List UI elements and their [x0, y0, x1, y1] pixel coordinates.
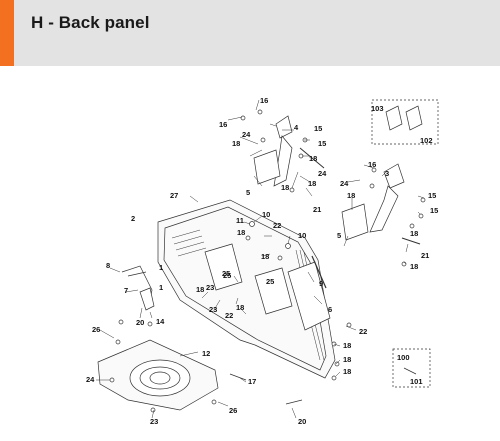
callout-label: 6 [328, 305, 332, 314]
callout-label: 25 [266, 277, 274, 286]
callout-label: 26 [229, 406, 237, 415]
callout-label: 22 [273, 221, 281, 230]
callout-label: 24 [340, 179, 349, 188]
callout-label: 8 [106, 261, 110, 270]
callout-label: 7 [124, 286, 128, 295]
callout-label: 26 [92, 325, 100, 334]
callout-label: 23 [209, 305, 217, 314]
arm-right [369, 185, 399, 233]
callout-label: 3 [385, 169, 389, 178]
back-panel-inner [163, 206, 327, 371]
callout-label: 100 [397, 353, 410, 362]
callout-label: 2 [131, 214, 135, 223]
callout-label: 18 [281, 183, 289, 192]
callout-label: 18 [347, 191, 355, 200]
pin-bottom [229, 373, 303, 405]
callout-label: 17 [248, 377, 256, 386]
callout-label: 18 [410, 229, 418, 238]
callout-label: 24 [318, 169, 327, 178]
callout-label: 4 [294, 123, 299, 132]
back-panel-shape [157, 199, 336, 379]
plate-right [341, 203, 369, 241]
callout-label: 20 [298, 417, 306, 426]
callout-label: 18 [410, 262, 418, 271]
callout-label: 21 [313, 205, 321, 214]
callout-label: 1 [159, 263, 163, 272]
side-plate [287, 261, 331, 331]
callout-label: 25 [223, 271, 231, 280]
callout-label: 10 [262, 210, 270, 219]
callout-label: 14 [156, 317, 165, 326]
detail-box-hooks [371, 99, 439, 145]
callout-label: 18 [232, 139, 240, 148]
callout-label: 101 [410, 377, 423, 386]
callout-label: 103 [371, 104, 384, 113]
callout-label: 5 [246, 188, 250, 197]
callout-label: 20 [136, 318, 144, 327]
callout-label: 23 [150, 417, 158, 426]
callout-label: 15 [318, 139, 326, 148]
hook-bracket-left [275, 115, 293, 139]
callout-label: 18 [343, 367, 351, 376]
pin-right [401, 237, 421, 245]
callout-numbers: 16 16 4 24 15 18 15 18 24 18 21 5 18 103… [86, 96, 438, 426]
callout-label: 22 [225, 311, 233, 320]
callout-label: 16 [368, 160, 376, 169]
callout-label: 16 [260, 96, 268, 105]
callout-label: 18 [343, 355, 351, 364]
callout-label: 12 [202, 349, 210, 358]
callout-label: 21 [421, 251, 429, 260]
rod [311, 255, 327, 289]
callout-label: 15 [428, 191, 436, 200]
callout-label: 1 [159, 283, 163, 292]
callout-label: 18 [343, 341, 351, 350]
header-bar [0, 0, 500, 66]
callout-label: 15 [314, 124, 322, 133]
callout-label: 18 [237, 228, 245, 237]
callout-label: 102 [420, 136, 433, 145]
callout-label: 18 [196, 285, 204, 294]
callout-label: 18 [261, 252, 269, 261]
pin-left [299, 147, 325, 169]
callout-label: 27 [170, 191, 178, 200]
callout-label: 18 [236, 303, 244, 312]
plate-left [253, 149, 281, 185]
callout-label: 18 [308, 179, 316, 188]
callout-label: 22 [359, 327, 367, 336]
tray-wheel [129, 359, 191, 397]
callout-label: 16 [219, 120, 227, 129]
header-accent-bar [0, 0, 14, 66]
callout-label: 11 [236, 216, 244, 225]
leader-lines [96, 99, 425, 419]
callout-label: 18 [309, 154, 317, 163]
callout-label: 23 [206, 283, 214, 292]
callout-label: 15 [430, 206, 438, 215]
callout-label: 9 [319, 279, 323, 288]
callout-label: 25 [222, 269, 230, 278]
detail-box-screws [392, 348, 431, 388]
callout-label: 10 [298, 231, 306, 240]
panel-window-right [254, 267, 293, 315]
hook-bracket-right [383, 163, 405, 189]
page-title: H - Back panel [31, 13, 150, 32]
callout-label: 24 [242, 130, 251, 139]
panel-window-left [204, 243, 243, 291]
callout-label: 24 [86, 375, 95, 384]
latch [139, 287, 155, 311]
callout-label: 5 [337, 231, 341, 240]
